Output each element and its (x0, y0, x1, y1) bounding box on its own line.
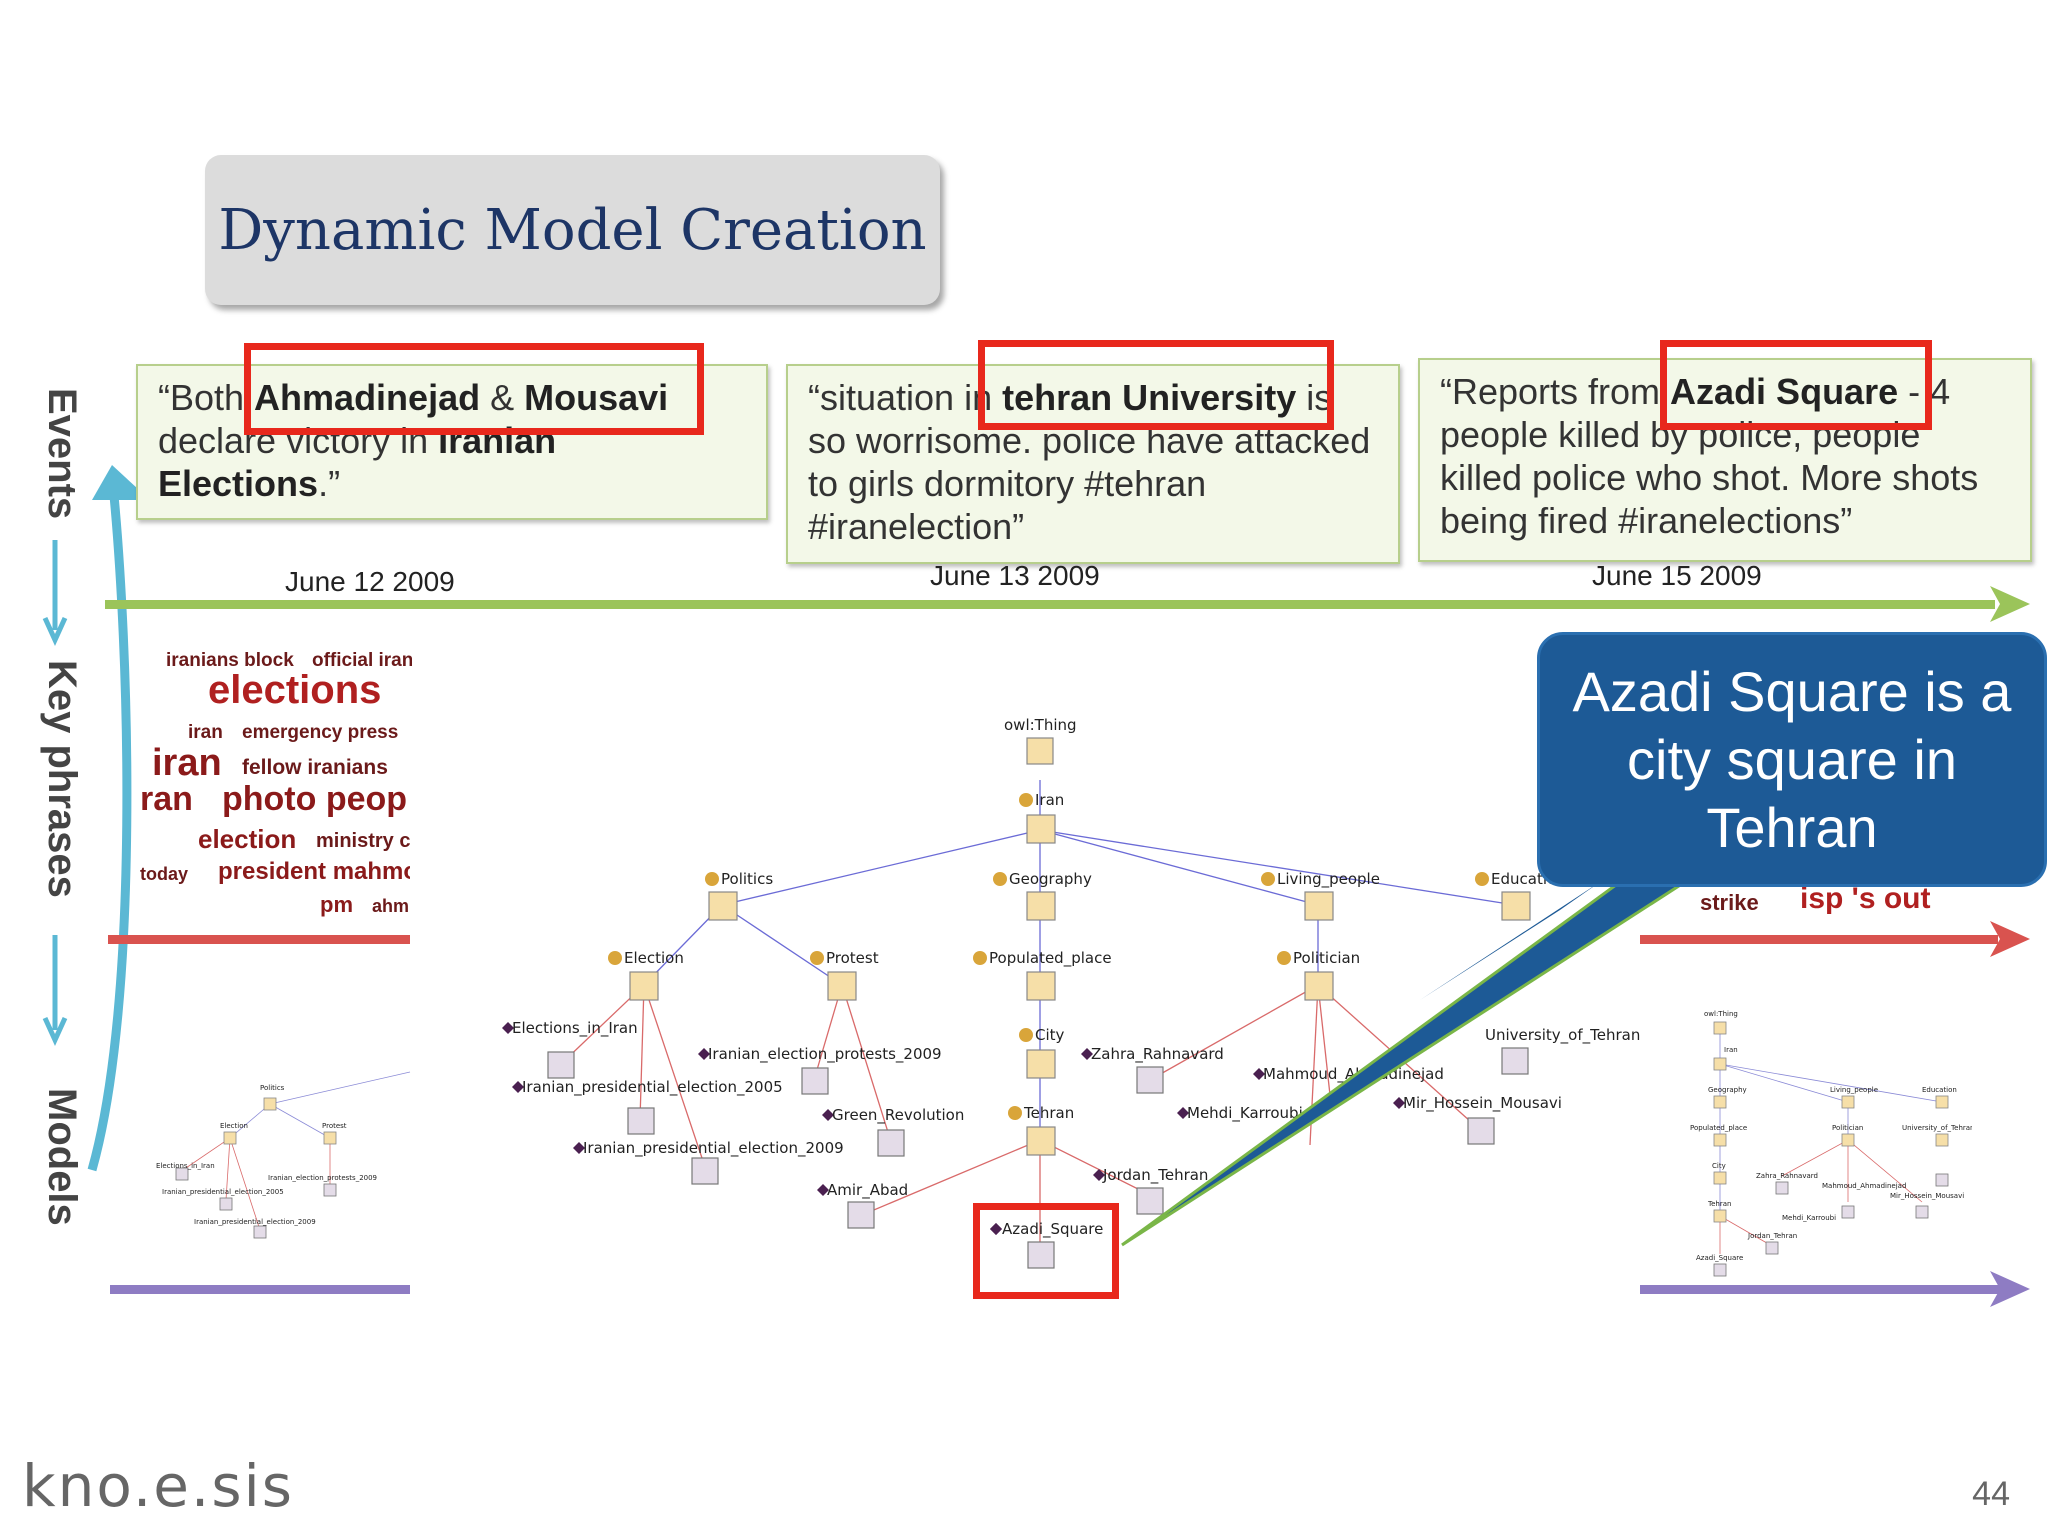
svg-text:Mir_Hossein_Mousavi: Mir_Hossein_Mousavi (1403, 1094, 1562, 1113)
event-date-1: June 12 2009 (285, 566, 455, 597)
keyphrase: emergency press (242, 722, 399, 743)
title-box: Dynamic Model Creation (205, 155, 940, 305)
keyphrase: election (198, 824, 297, 854)
svg-text:Protest: Protest (826, 949, 879, 967)
keyphrase: fellow iranians (242, 756, 388, 779)
svg-text:Amir_Abad: Amir_Abad (827, 1181, 908, 1200)
highlight-box-2 (978, 340, 1334, 430)
page-number: 44 (1972, 1475, 2010, 1513)
keyphrase: official iran (312, 650, 412, 671)
keyphrase: today (140, 864, 189, 884)
keyphrase: isp 's out (1800, 882, 1931, 915)
svg-text:Elections_in_Iran: Elections_in_Iran (156, 1162, 215, 1170)
svg-text:Mehdi_Karroubi: Mehdi_Karroubi (1187, 1104, 1303, 1123)
page-title: Dynamic Model Creation (218, 197, 927, 263)
keyphrase: ahm (372, 896, 410, 916)
svg-text:University_of_Tehran: University_of_Tehran (1902, 1124, 1972, 1132)
svg-text:Mahmoud_Ahmadinejad: Mahmoud_Ahmadinejad (1822, 1182, 1906, 1190)
keyphrase-cloud-left: iranians block official iran elections i… (140, 618, 412, 920)
timeline-keyphrases-arrowhead (1990, 921, 2030, 957)
svg-text:Iranian_election_protests_2009: Iranian_election_protests_2009 (708, 1045, 942, 1064)
svg-text:Iranian_presidential_election_: Iranian_presidential_election_2009 (583, 1139, 844, 1158)
svg-text:Election: Election (624, 949, 684, 967)
timeline-models-arrowhead (1990, 1271, 2030, 1307)
svg-text:University_of_Tehran: University_of_Tehran (1485, 1026, 1640, 1045)
svg-text:Green_Revolution: Green_Revolution (832, 1106, 964, 1125)
svg-text:Politician: Politician (1293, 949, 1360, 967)
svg-text:Azadi_Square: Azadi_Square (1002, 1220, 1103, 1239)
svg-text:Tehran: Tehran (1023, 1104, 1074, 1122)
svg-text:Election: Election (220, 1122, 248, 1130)
callout-box: Azadi Square is a city square in Tehran (1537, 632, 2047, 887)
svg-text:Iran: Iran (1724, 1046, 1738, 1054)
svg-text:Iranian_presidential_election_: Iranian_presidential_election_2005 (162, 1188, 284, 1196)
keyphrase: iranians block (166, 650, 294, 671)
svg-text:Zahra_Rahnavard: Zahra_Rahnavard (1091, 1045, 1224, 1064)
highlight-box-azadi-square (973, 1203, 1119, 1299)
svg-text:Populated_place: Populated_place (989, 949, 1112, 968)
svg-text:Iran: Iran (1035, 791, 1064, 809)
keyphrase: ministry c (316, 830, 411, 852)
svg-text:Zahra_Rahnavard: Zahra_Rahnavard (1756, 1172, 1818, 1180)
keyphrase: iran (152, 742, 222, 784)
svg-text:Populated_place: Populated_place (1690, 1124, 1747, 1132)
svg-text:Jordan_Tehran: Jordan_Tehran (1102, 1166, 1208, 1185)
keyphrase: pm (320, 892, 353, 917)
svg-text:Iranian_election_protests_2009: Iranian_election_protests_2009 (268, 1174, 377, 1182)
highlight-box-3 (1660, 340, 1932, 430)
svg-text:Geography: Geography (1708, 1086, 1747, 1094)
event-tweet-1: “Both Ahmadinejad & Mousavi declare vict… (136, 364, 768, 520)
logo-text: kno.e.sis (22, 1452, 294, 1520)
svg-text:Elections_in_Iran: Elections_in_Iran (512, 1019, 638, 1038)
keyphrase: ran (140, 780, 193, 818)
highlight-box-1 (244, 343, 704, 435)
svg-text:Jordan_Tehran: Jordan_Tehran (1747, 1232, 1797, 1240)
svg-text:Mehdi_Karroubi: Mehdi_Karroubi (1782, 1214, 1836, 1222)
svg-text:Iranian_presidential_election_: Iranian_presidential_election_2005 (522, 1078, 783, 1097)
keyphrase: elections (208, 668, 382, 712)
svg-text:Mir_Hossein_Mousavi: Mir_Hossein_Mousavi (1890, 1192, 1964, 1200)
knoesis-logo: kno.e.sis (22, 1452, 294, 1520)
callout-text: Azadi Square is a city square in Tehran (1572, 659, 2012, 859)
svg-text:Education: Education (1922, 1086, 1957, 1094)
node-label: owl:Thing (1004, 716, 1077, 734)
svg-text:Politics: Politics (260, 1084, 285, 1092)
svg-text:Tehran: Tehran (1707, 1200, 1731, 1208)
event-date-2: June 13 2009 (930, 560, 1100, 591)
svg-text:City: City (1035, 1026, 1065, 1044)
event-tweet-3: “Reports from Azadi Square - 4 people ki… (1418, 358, 2032, 562)
svg-text:Iranian_presidential_election_: Iranian_presidential_election_2009 (194, 1218, 316, 1226)
event-tweet-2: “situation in tehran University is so wo… (786, 364, 1400, 564)
ontology-graph: owl:Thing Iran Politics Geography Living… (410, 690, 1640, 1320)
svg-text:Azadi_Square: Azadi_Square (1696, 1254, 1743, 1262)
timeline-events (105, 600, 1995, 609)
svg-text:Geography: Geography (1009, 870, 1092, 888)
model-thumbnail-left: Politics Election Protest Elections_in_I… (140, 1050, 412, 1282)
model-thumbnail-right: owl:Thing Iran Geography Living_people E… (1672, 1002, 1972, 1282)
keyphrase: photo peop (222, 780, 408, 818)
svg-text:Living_people: Living_people (1830, 1086, 1878, 1094)
svg-text:Politician: Politician (1832, 1124, 1863, 1132)
svg-text:City: City (1712, 1162, 1726, 1170)
svg-text:Politics: Politics (721, 870, 773, 888)
timeline-events-arrowhead (1990, 586, 2030, 622)
svg-text:Living_people: Living_people (1277, 870, 1380, 889)
svg-text:owl:Thing: owl:Thing (1704, 1010, 1738, 1018)
svg-text:Protest: Protest (322, 1122, 347, 1130)
event-date-3: June 15 2009 (1592, 560, 1762, 591)
keyphrase: president mahmo (218, 858, 412, 885)
keyphrase: strike (1700, 890, 1759, 915)
keyphrase: iran (188, 722, 223, 743)
